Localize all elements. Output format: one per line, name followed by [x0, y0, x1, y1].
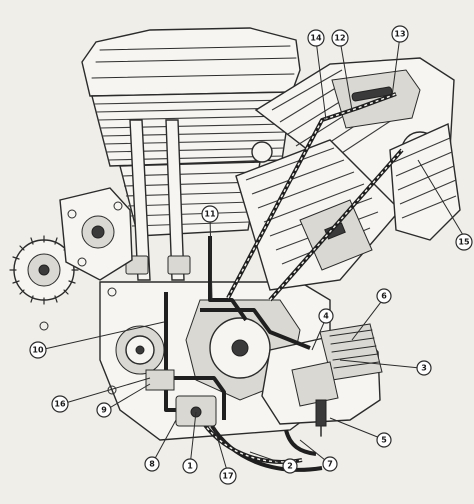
- drive-sprocket: [9, 235, 79, 305]
- callout-17: 17: [219, 467, 237, 485]
- front-cylinder: [235, 57, 461, 291]
- svg-text:6: 6: [381, 292, 387, 301]
- callout-7: 7: [322, 456, 338, 472]
- svg-text:10: 10: [32, 346, 44, 355]
- svg-text:12: 12: [334, 34, 345, 43]
- callout-10: 10: [29, 341, 47, 359]
- oil-pump-assembly: [261, 323, 383, 437]
- svg-text:17: 17: [222, 472, 233, 481]
- callout-3: 3: [416, 360, 432, 376]
- callout-2: 2: [282, 458, 298, 474]
- svg-text:1: 1: [187, 462, 193, 471]
- svg-text:5: 5: [381, 436, 387, 445]
- svg-text:16: 16: [54, 400, 66, 409]
- breather-valve-housing: [145, 369, 217, 427]
- callout-8: 8: [144, 456, 160, 472]
- callout-13: 13: [391, 25, 409, 43]
- svg-text:8: 8: [149, 460, 155, 469]
- oil-passages: [150, 92, 404, 472]
- svg-text:4: 4: [323, 312, 329, 321]
- callout-6: 6: [376, 288, 392, 304]
- callout-16: 16: [51, 395, 69, 413]
- cam-gear-cover: [59, 187, 133, 281]
- callout-15: 15: [455, 233, 473, 251]
- callout-11: 11: [201, 205, 219, 223]
- svg-text:7: 7: [327, 460, 333, 469]
- callout-leaders: [39, 35, 467, 475]
- callout-14: 14: [307, 29, 325, 47]
- callout-1: 1: [182, 458, 198, 474]
- svg-text:13: 13: [394, 30, 405, 39]
- svg-text:14: 14: [310, 34, 322, 43]
- svg-text:3: 3: [421, 364, 427, 373]
- callout-5: 5: [376, 432, 392, 448]
- svg-text:11: 11: [204, 210, 216, 219]
- svg-text:9: 9: [101, 406, 107, 415]
- rear-cylinder: [81, 27, 301, 281]
- svg-text:2: 2: [287, 462, 293, 471]
- callout-9: 9: [96, 402, 112, 418]
- rear-barrel-fins: [121, 171, 259, 227]
- svg-text:15: 15: [458, 238, 470, 247]
- callout-12: 12: [331, 29, 349, 47]
- callout-4: 4: [318, 308, 334, 324]
